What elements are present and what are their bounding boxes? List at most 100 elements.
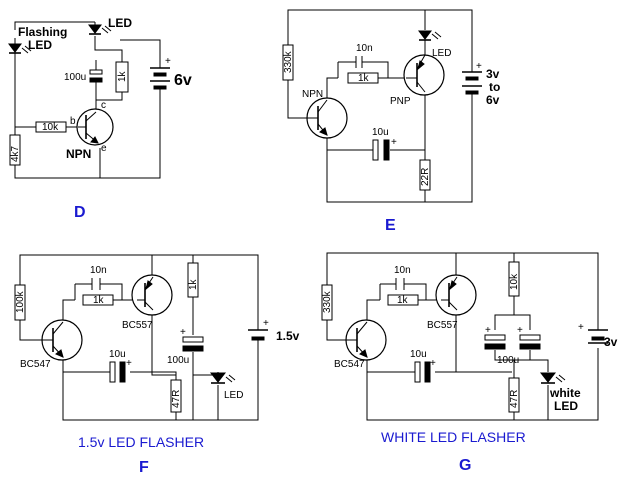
resistor-1k-top-icon xyxy=(187,262,199,298)
pnp-transistor-icon xyxy=(435,274,477,316)
c-store-label: 100u xyxy=(497,355,519,366)
circuit-e-id: E xyxy=(385,217,396,234)
capacitor-10n-icon xyxy=(355,56,363,68)
capacitor-100u-icon xyxy=(89,69,103,83)
battery-plus: + xyxy=(263,318,269,329)
circuit-f-id: F xyxy=(139,459,149,476)
r-load-label: 22R xyxy=(420,168,431,186)
led-icon xyxy=(209,372,236,384)
npn-transistor-icon xyxy=(40,319,83,361)
pin-b: b xyxy=(70,116,76,127)
c-store-plus-a: + xyxy=(485,325,491,336)
capacitor-10n-icon xyxy=(91,278,101,290)
resistor-47r-icon xyxy=(508,377,520,413)
battery-label: 3v xyxy=(604,335,618,349)
resistor-1k-icon xyxy=(347,72,379,84)
led-label-2: LED xyxy=(554,399,578,413)
c-fb-label: 10n xyxy=(90,265,107,276)
r-load-label: 47R xyxy=(171,390,182,408)
r-top-label: 1k xyxy=(188,278,199,290)
c-main-label: 10u xyxy=(109,349,126,360)
capacitor-10u-icon xyxy=(109,361,126,383)
capacitor-100u-b-icon xyxy=(519,334,541,350)
npn-label: NPN xyxy=(302,89,323,100)
flashing-led-label-1: Flashing xyxy=(18,25,67,39)
battery-icon xyxy=(588,325,608,344)
battery-label-2: to xyxy=(489,80,500,94)
battery-6v-icon xyxy=(150,60,170,100)
pnp-transistor-icon xyxy=(131,274,173,316)
capacitor-10n-icon xyxy=(395,278,405,290)
led-label: LED xyxy=(108,16,132,30)
led-label: LED xyxy=(224,390,243,401)
battery-plus: + xyxy=(578,322,584,333)
q2-label: BC557 xyxy=(122,320,153,331)
circuit-d: Flashing LED LED 100u 1k + 6v 10k 4k7 b … xyxy=(8,16,192,221)
resistor-1k-icon xyxy=(115,61,129,93)
c-main-label: 10u xyxy=(410,349,427,360)
resistor-47r-icon xyxy=(170,379,182,413)
resistor-10k-icon xyxy=(35,121,67,133)
resistor-22r-icon xyxy=(419,159,431,191)
q1-label: BC547 xyxy=(20,359,51,370)
battery-plus: + xyxy=(476,61,482,72)
r-bias-label: 4k7 xyxy=(10,145,21,162)
circuit-g-caption: WHITE LED FLASHER xyxy=(381,429,526,445)
r-coll-label: 1k xyxy=(117,70,128,82)
r-base-label: 10k xyxy=(42,122,59,133)
circuit-f-caption: 1.5v LED FLASHER xyxy=(78,434,204,450)
c-main-label: 10u xyxy=(372,127,389,138)
resistor-10k-icon xyxy=(508,261,520,297)
resistor-4k7-icon xyxy=(9,134,21,166)
led-icon xyxy=(418,30,442,41)
led-label-1: white xyxy=(549,386,581,400)
npn-transistor-icon xyxy=(345,319,387,361)
pin-e: e xyxy=(101,143,107,154)
resistor-330k-icon xyxy=(282,44,294,81)
capacitor-100u-a-icon xyxy=(484,334,506,350)
npn-transistor-icon xyxy=(76,108,114,146)
pnp-transistor-icon xyxy=(403,54,445,96)
flashing-led-icon xyxy=(8,43,32,54)
transistor-label: NPN xyxy=(66,147,91,161)
white-led-icon xyxy=(539,372,566,384)
resistor-100k-icon xyxy=(14,284,26,321)
capacitor-10u-icon xyxy=(372,139,390,161)
r-bias-label: 330k xyxy=(283,50,294,73)
battery-icon xyxy=(462,65,482,100)
battery-label-3: 6v xyxy=(486,93,500,107)
q1-label: BC547 xyxy=(334,359,365,370)
battery-label: 6v xyxy=(174,72,192,89)
circuit-g: 330k 10n 1k BC547 BC557 10k + + 100u 10u… xyxy=(321,252,618,474)
r-top-label: 10k xyxy=(509,273,520,290)
resistor-1k-fb-icon xyxy=(82,294,114,306)
c-main-plus: + xyxy=(126,358,132,369)
battery-icon xyxy=(248,325,268,345)
capacitor-100u-icon xyxy=(182,336,204,352)
battery-label-1: 3v xyxy=(486,67,500,81)
pin-c: c xyxy=(101,100,106,111)
cap-label: 100u xyxy=(64,72,86,83)
c-fb-label: 10n xyxy=(356,43,373,54)
r-fb-label: 1k xyxy=(397,295,409,306)
circuit-g-id: G xyxy=(459,457,471,474)
resistor-1k-fb-icon xyxy=(387,294,419,306)
q2-label: BC557 xyxy=(427,320,458,331)
r-bias-label: 100k xyxy=(15,290,26,313)
circuit-f: 100k 10n 1k BC547 BC557 1k + 100u 10u + … xyxy=(14,254,300,476)
c-store-plus-b: + xyxy=(517,325,523,336)
battery-plus: + xyxy=(165,56,171,67)
pnp-label: PNP xyxy=(390,96,411,107)
circuit-d-id: D xyxy=(74,204,86,221)
c-fb-label: 10n xyxy=(394,265,411,276)
r-fb-label: 1k xyxy=(358,73,370,84)
r-fb-label: 1k xyxy=(93,295,105,306)
resistor-330k-icon xyxy=(321,284,333,321)
c-store-plus: + xyxy=(180,327,186,338)
flashing-led-label-2: LED xyxy=(28,38,52,52)
capacitor-10u-icon xyxy=(414,361,431,383)
r-bias-label: 330k xyxy=(322,290,333,313)
c-main-plus: + xyxy=(391,137,397,148)
battery-label: 1.5v xyxy=(276,329,300,343)
